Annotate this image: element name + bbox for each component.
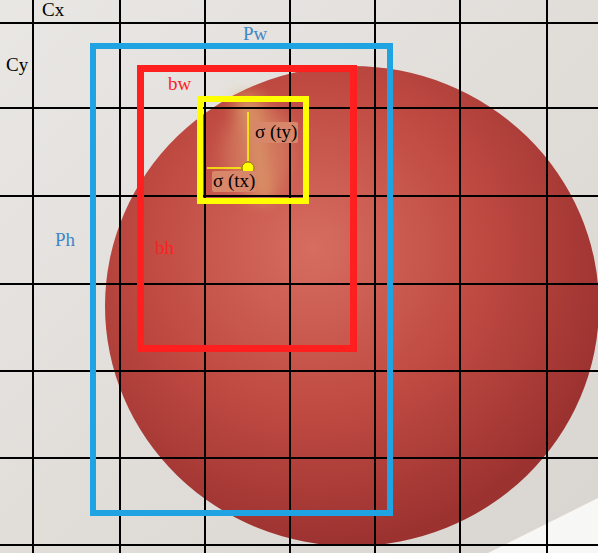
offset-leader xyxy=(207,167,241,169)
grid-line xyxy=(459,0,461,553)
offset-x: σ (tx) xyxy=(212,171,256,192)
grid-line xyxy=(289,0,291,553)
box-width: bw xyxy=(168,74,191,95)
grid-line xyxy=(32,0,34,553)
grid-cell-box: σ (ty) σ (tx) xyxy=(197,96,309,204)
grid-line xyxy=(204,0,206,553)
apple xyxy=(105,66,598,546)
grid-line xyxy=(374,0,376,553)
grid-line xyxy=(119,0,121,553)
offset-leader xyxy=(247,112,249,161)
grid-line xyxy=(0,22,598,24)
predicted-box: σ (ty) σ (tx) bw bh xyxy=(137,65,357,352)
prior-width: Pw xyxy=(243,24,267,45)
prior-height: Ph xyxy=(55,230,75,251)
grid-line xyxy=(0,544,598,546)
prior-box: σ (ty)σ (tx)bwbhPwPh xyxy=(90,43,393,516)
grid-y-label: Cy xyxy=(6,55,28,76)
box-height: bh xyxy=(155,238,174,259)
grid-line xyxy=(546,0,548,553)
grid-x-label: Cx xyxy=(42,0,64,21)
offset-y: σ (ty) xyxy=(254,122,298,143)
